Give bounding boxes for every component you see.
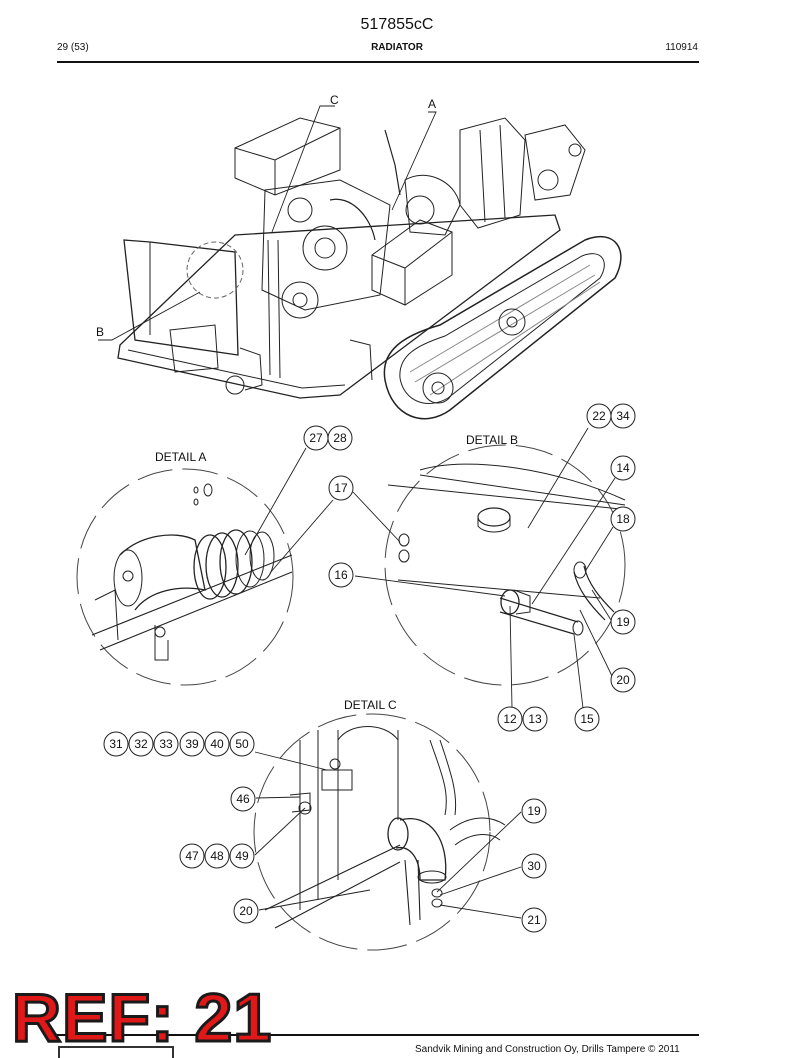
item-bubble: 28 (333, 431, 347, 445)
detail-b-title: DETAIL B (466, 433, 518, 447)
item-bubble: 12 (503, 712, 517, 726)
ref-stamp: REF: 21 (10, 980, 273, 1056)
document-code: 517855cC (360, 16, 434, 33)
item-bubble: 13 (528, 712, 542, 726)
item-bubble: 20 (616, 673, 630, 687)
item-bubble: 34 (616, 409, 630, 423)
item-bubble: 17 (334, 481, 348, 495)
document-date: 110914 (665, 42, 698, 53)
item-bubble: 49 (235, 849, 249, 863)
item-bubble: 16 (334, 568, 348, 582)
item-bubble: 19 (616, 615, 630, 629)
callout-c: C (330, 93, 339, 107)
item-bubble: 30 (527, 859, 541, 873)
detail-a-title: DETAIL A (155, 450, 206, 464)
machine-isometric-view (98, 105, 622, 420)
item-bubble: 20 (239, 904, 253, 918)
section-title: RADIATOR (371, 42, 423, 53)
detail-c-view (253, 713, 522, 951)
callout-b: B (96, 325, 104, 339)
item-bubble: 22 (592, 409, 606, 423)
item-bubble: 19 (527, 804, 541, 818)
footer-copyright: Sandvik Mining and Construction Oy, Dril… (415, 1044, 680, 1055)
item-bubble: 27 (309, 431, 323, 445)
brand-logo (58, 1046, 174, 1058)
item-bubble: 31 (109, 737, 123, 751)
page-number: 29 (53) (57, 42, 89, 53)
item-bubble: 46 (236, 792, 250, 806)
item-bubble: 15 (580, 712, 594, 726)
callout-a: A (428, 97, 436, 111)
item-bubble: 47 (185, 849, 199, 863)
detail-a-view (76, 447, 334, 686)
footer-rule (57, 1034, 699, 1036)
item-bubble: 50 (235, 737, 249, 751)
item-bubble: 33 (159, 737, 173, 751)
item-bubble: 21 (527, 913, 541, 927)
item-bubble: 32 (134, 737, 148, 751)
detail-c-title: DETAIL C (344, 698, 397, 712)
detail-b-view (352, 427, 631, 709)
item-bubble: 39 (185, 737, 199, 751)
item-bubble: 40 (210, 737, 224, 751)
item-bubble: 48 (210, 849, 224, 863)
item-bubble: 18 (616, 512, 630, 526)
item-bubble: 14 (616, 461, 630, 475)
header-rule (57, 61, 699, 63)
